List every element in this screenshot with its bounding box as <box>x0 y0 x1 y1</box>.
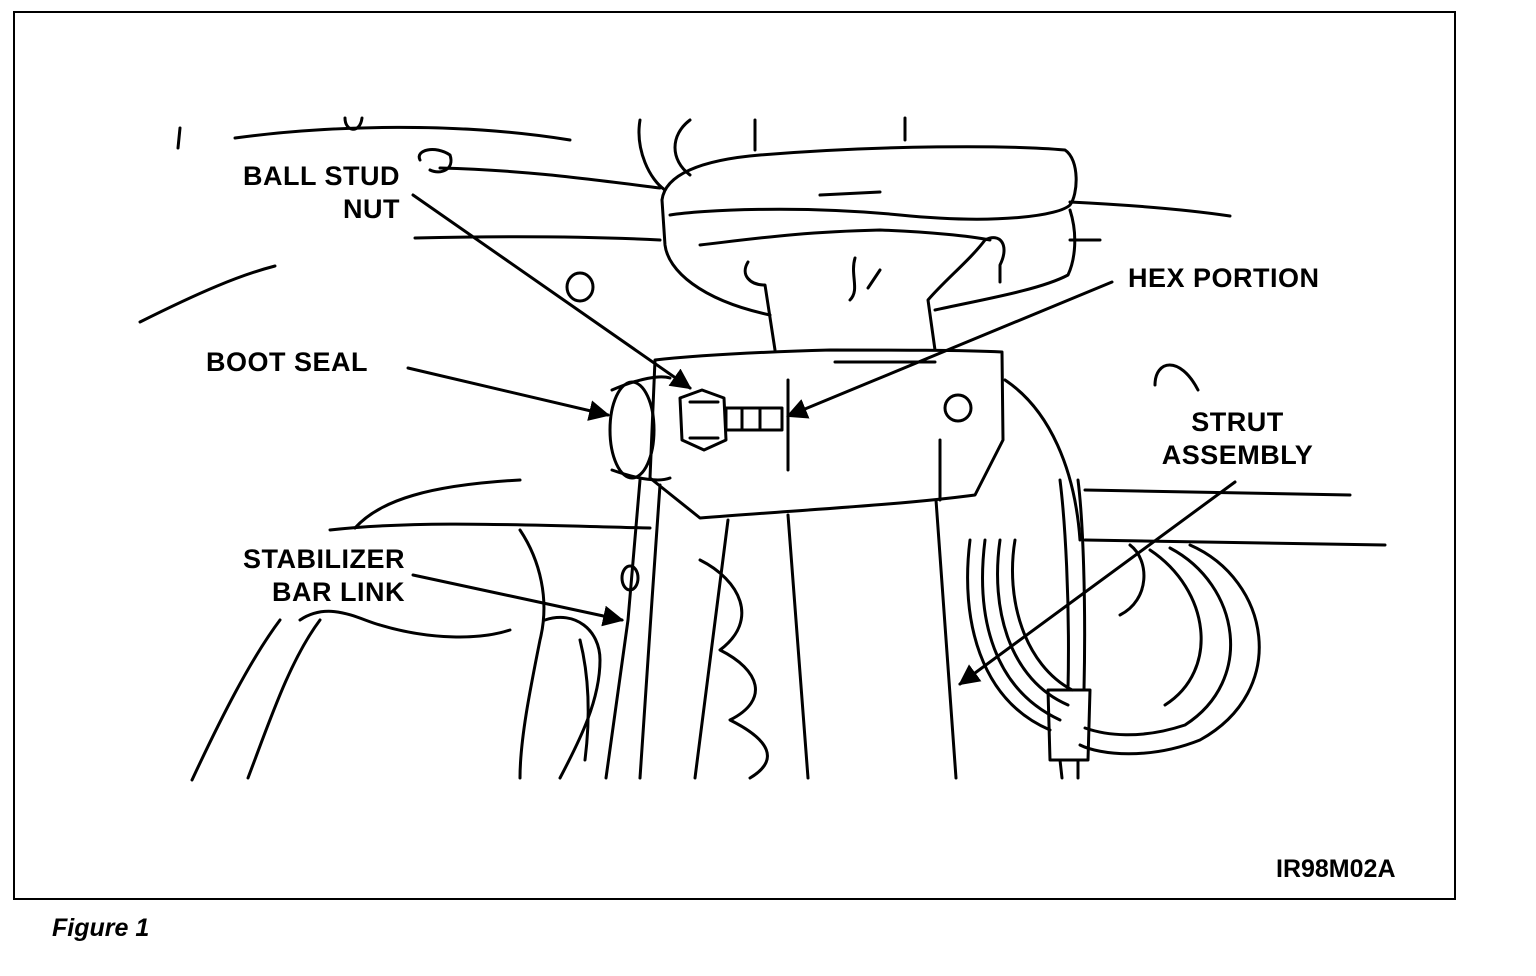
label-strut-line1: STRUT <box>1191 407 1284 437</box>
body-line <box>438 166 662 190</box>
spring-coil <box>660 145 1078 221</box>
strut-body <box>786 513 810 780</box>
arrow-strut-assembly <box>958 480 1237 686</box>
arrow-stabilizer-link <box>411 573 625 627</box>
boot-seal-shape <box>608 380 656 480</box>
brake-hose <box>1058 478 1070 692</box>
spring-coil <box>933 208 1077 312</box>
figure-frame <box>13 11 1456 900</box>
body-line <box>1068 200 1232 218</box>
label-strut-assembly: STRUT ASSEMBLY <box>1150 406 1325 472</box>
figure-id: IR98M02A <box>1276 855 1396 883</box>
arrow-ball-stud-nut <box>411 193 692 390</box>
body-line <box>233 125 572 142</box>
body-line <box>413 235 662 242</box>
label-ball-stud-line1: BALL STUD <box>243 161 400 191</box>
rotor <box>1003 378 1082 542</box>
label-boot-seal: BOOT SEAL <box>206 347 369 377</box>
body-line <box>138 264 277 324</box>
figure-caption: Figure 1 <box>52 914 150 942</box>
label-strut-line2: ASSEMBLY <box>1161 440 1314 470</box>
spring-coil <box>660 198 772 317</box>
strut-body <box>693 518 730 780</box>
arrow-boot-seal <box>406 366 611 421</box>
label-stabilizer-line2: BAR LINK <box>272 577 405 607</box>
label-ball-stud-nut: BALL STUD NUT <box>205 160 400 226</box>
stabilizer-link <box>604 478 642 780</box>
label-ball-stud-line2: NUT <box>343 194 400 224</box>
strut-bracket <box>648 348 1005 520</box>
label-stabilizer-bar-link: STABILIZER BAR LINK <box>205 543 405 609</box>
ball-stud-nut-shape <box>678 388 728 452</box>
label-hex-portion: HEX PORTION <box>1128 263 1320 293</box>
label-stabilizer-line1: STABILIZER <box>243 544 405 574</box>
arrow-hex-portion <box>786 280 1114 419</box>
